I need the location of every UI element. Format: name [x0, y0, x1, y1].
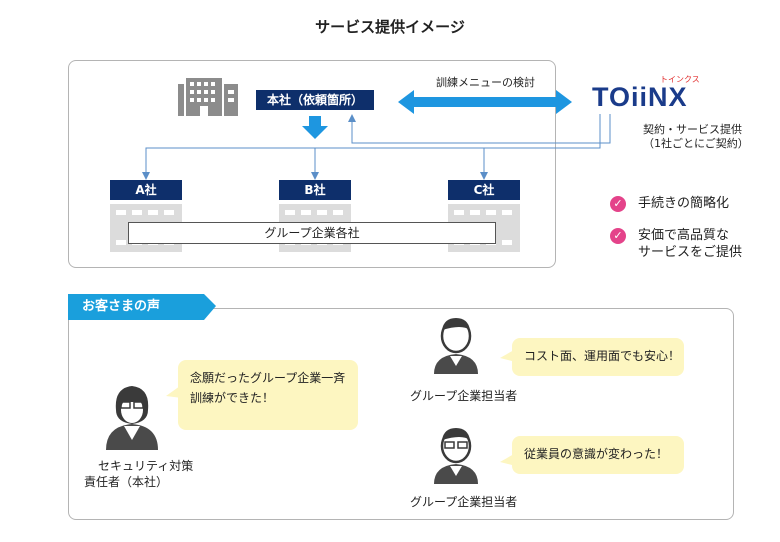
benefit-2-line2: サービスをご提供: [638, 245, 743, 260]
benefit-1: 手続きの簡略化: [638, 196, 730, 211]
right-top-person-label: グループ企業担当者: [410, 389, 518, 403]
check-icon: ✓: [610, 228, 626, 244]
brand-kana: トインクス: [660, 75, 700, 84]
company-b-box: B社: [279, 180, 351, 200]
left-person-label-1: セキュリティ対策: [98, 459, 194, 473]
page-title: サービス提供イメージ: [315, 18, 465, 36]
benefit-2-line1: 安価で高品質な: [638, 228, 730, 243]
check-icon: ✓: [610, 196, 626, 212]
double-arrow: [398, 90, 572, 114]
right-bottom-speech-bubble: 従業員の意識が変わった！: [512, 436, 684, 474]
distribution-line: [145, 114, 601, 176]
down-arrow: [302, 116, 328, 139]
brand-note-1: 契約・サービス提供: [643, 123, 742, 136]
left-person-label-2: 責任者（本社）: [84, 475, 169, 489]
company-a-box: A社: [110, 180, 182, 200]
right-bottom-person-label: グループ企業担当者: [410, 495, 518, 509]
left-bubble-line-1: 念願だったグループ企業一斉: [190, 371, 346, 385]
left-bubble-line-2: 訓練ができた！: [190, 391, 275, 405]
voices-tab: お客さまの声: [82, 299, 161, 314]
right-bottom-bubble-text: 従業員の意識が変わった！: [524, 447, 669, 461]
brand-logo: TOiiNX トインクス: [592, 75, 702, 116]
return-line: [351, 114, 611, 144]
brand-name: TOiiNX: [592, 82, 688, 112]
group-companies-bar: グループ企業各社: [128, 222, 496, 244]
company-c-box: C社: [448, 180, 520, 200]
arrow-label: 訓練メニューの検討: [436, 76, 535, 89]
right-top-bubble-text: コスト面、運用面でも安心！: [524, 349, 681, 363]
hq-box: 本社（依頼箇所）: [256, 90, 374, 110]
right-top-speech-bubble: コスト面、運用面でも安心！: [512, 338, 684, 376]
left-speech-bubble: 念願だったグループ企業一斉 訓練ができた！: [178, 360, 358, 430]
brand-note-2: （1社ごとにご契約）: [643, 137, 749, 150]
